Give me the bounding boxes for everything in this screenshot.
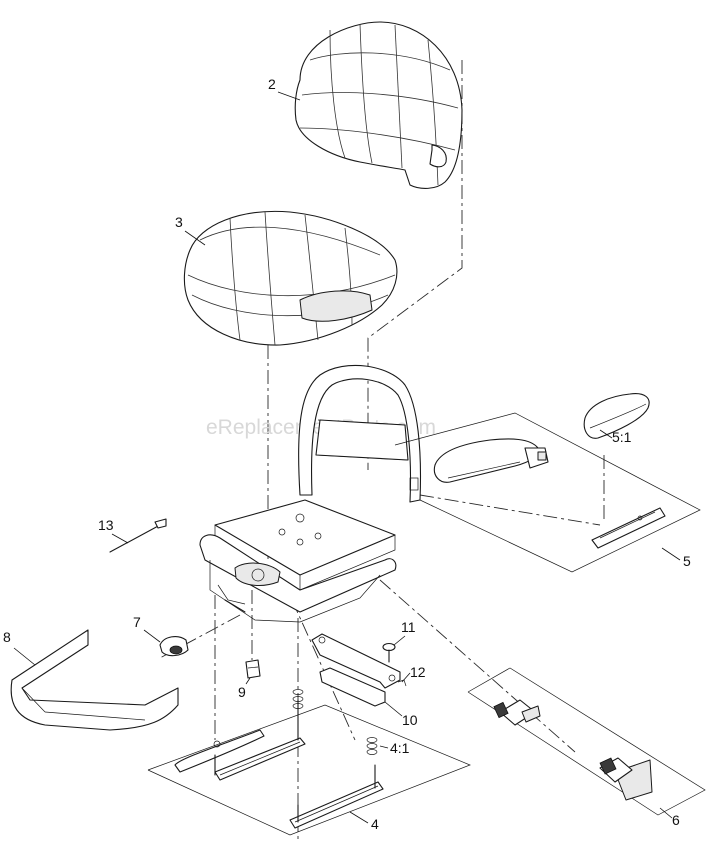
- leader-8: [13, 647, 36, 666]
- part-4-1-washers: [292, 689, 378, 755]
- leader-13: [111, 533, 129, 544]
- callout-5: 5: [683, 553, 691, 569]
- part-13-cable-tie: [109, 518, 167, 553]
- leader-12: [401, 672, 411, 683]
- part-6-switch-kit-box: [467, 667, 706, 816]
- part-4-slide-rails-box: [147, 699, 471, 836]
- leader-5-1: [599, 429, 613, 439]
- callout-12: 12: [410, 664, 426, 680]
- seat-frame-assembly: [199, 364, 422, 623]
- callout-3: 3: [175, 214, 183, 230]
- leader-10: [384, 701, 403, 717]
- callout-11: 11: [401, 619, 416, 635]
- part-7-knob: [159, 636, 189, 657]
- part-8-skirt-panel: [10, 629, 179, 731]
- callout-10: 10: [402, 712, 418, 728]
- leader-4: [349, 811, 369, 824]
- part-2-back-cushion: [294, 21, 463, 189]
- part-11-bolt: [382, 642, 396, 663]
- callout-6: 6: [672, 812, 680, 828]
- leader-11: [393, 635, 406, 646]
- leader-2: [277, 91, 301, 101]
- leader-5: [661, 547, 681, 561]
- part-10-bracket: [311, 633, 401, 707]
- callout-8: 8: [3, 629, 11, 645]
- leader-9: [245, 677, 251, 685]
- leader-6: [659, 807, 673, 819]
- part-9-clip: [245, 659, 261, 679]
- part-5-armrest-box: [394, 412, 701, 573]
- callout-13: 13: [98, 517, 114, 533]
- leader-7: [143, 629, 161, 643]
- part-3-seat-cushion: [183, 210, 398, 346]
- callout-5-1: 5:1: [612, 429, 632, 445]
- leader-3: [184, 230, 206, 246]
- part-5-1-armrest-pad: [583, 393, 650, 439]
- callout-4: 4: [371, 816, 379, 832]
- callout-2: 2: [268, 76, 276, 92]
- leader-4-1: [379, 745, 389, 749]
- callout-7: 7: [133, 614, 141, 630]
- callout-4-1: 4:1: [390, 740, 410, 756]
- callout-9: 9: [238, 684, 246, 700]
